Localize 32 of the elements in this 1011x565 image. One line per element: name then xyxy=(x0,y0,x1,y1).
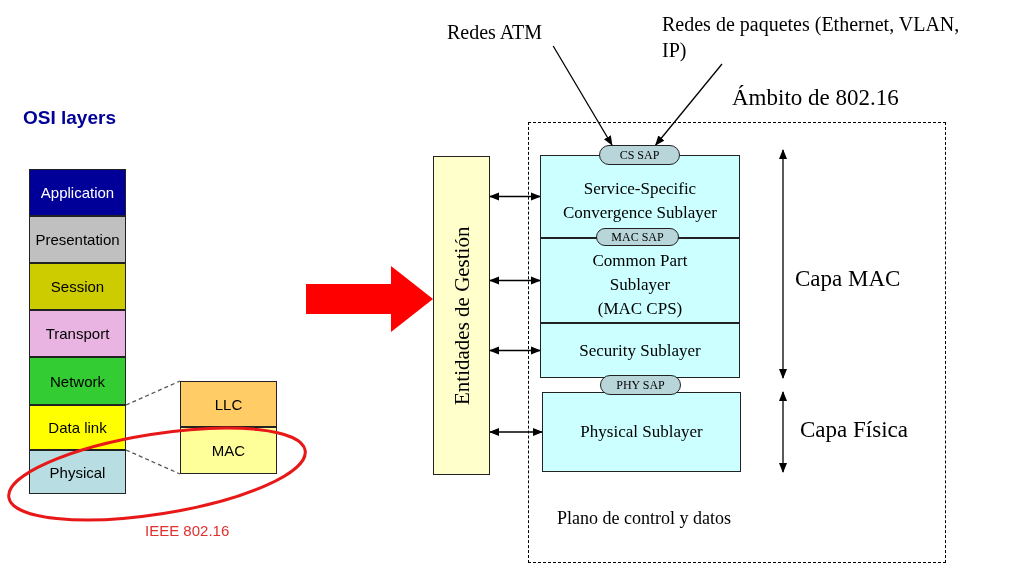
sap-pill: MAC SAP xyxy=(596,228,679,246)
sap-pill: PHY SAP xyxy=(600,375,681,395)
arrow xyxy=(552,45,613,146)
block-arrow xyxy=(306,266,433,332)
layer-box: Network xyxy=(29,357,126,405)
layer-box: Session xyxy=(29,263,126,310)
layer-box: Application xyxy=(29,169,126,216)
layer-label: Capa MAC xyxy=(795,266,901,292)
network-label: Redes de paquetes (Ethernet, VLAN, IP) xyxy=(662,10,962,64)
dashed-line xyxy=(125,449,181,475)
arrow xyxy=(489,276,541,285)
sublayer-box: MAC xyxy=(180,427,277,474)
region-title: Ámbito de 802.16 xyxy=(732,85,899,111)
title: OSI layers xyxy=(23,107,116,129)
region-caption: Plano de control y datos xyxy=(557,508,731,529)
layer-box: Data link xyxy=(29,405,126,450)
layer-box: Transport xyxy=(29,310,126,357)
sublayer-box: Physical Sublayer xyxy=(542,392,741,472)
arrow xyxy=(489,346,541,355)
standard-label: IEEE 802.16 xyxy=(145,522,230,539)
layer-box: Physical xyxy=(29,450,126,494)
management-panel: Entidades de Gestión xyxy=(433,156,490,475)
layer-box: Presentation xyxy=(29,216,126,263)
network-label: Redes ATM xyxy=(447,18,565,46)
dashed-line xyxy=(125,380,181,406)
sublayer-box: Security Sublayer xyxy=(540,323,740,378)
sublayer-box: LLC xyxy=(180,381,277,427)
arrow xyxy=(489,428,543,436)
arrow xyxy=(489,192,541,201)
arrow xyxy=(655,63,723,146)
layer-label: Capa Física xyxy=(800,417,908,443)
sap-pill: CS SAP xyxy=(599,145,680,165)
